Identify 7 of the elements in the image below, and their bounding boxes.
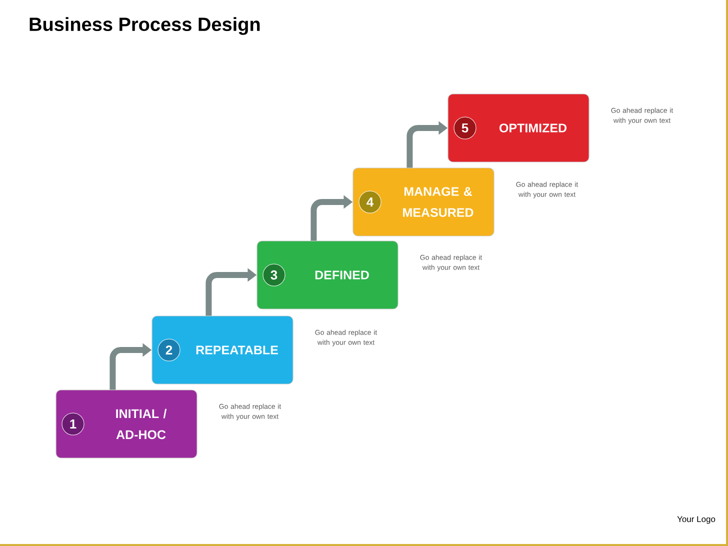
step-box: 4 MANAGE & MEASURED (352, 168, 494, 236)
step-box: 2 REPEATABLE (152, 316, 294, 384)
footer-text: Your Logo (677, 516, 716, 524)
step-box: 3 DEFINED (256, 240, 398, 310)
title: Business Process Design (30, 17, 260, 35)
step-box: 1 INITIAL / AD-HOC (56, 390, 198, 458)
step-box: 5 OPTIMIZED (448, 94, 590, 162)
